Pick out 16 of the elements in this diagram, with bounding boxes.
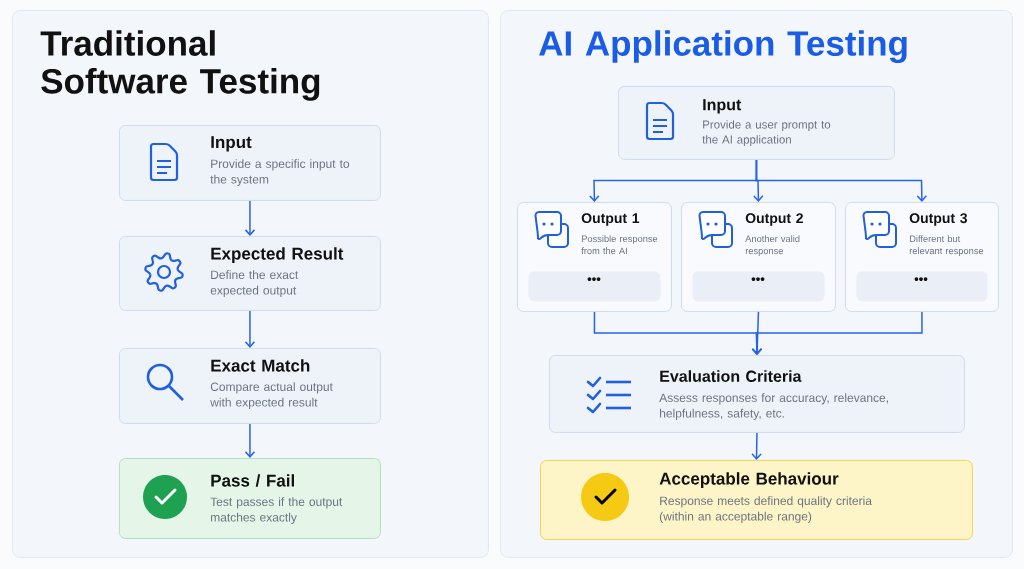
arrow xyxy=(751,432,762,460)
arrow xyxy=(751,311,923,355)
process-box: Evaluation Criteria Assess responses for accuracy, relevance, helpfulness, safety, etc. xyxy=(549,355,965,433)
process-box: Input Provide a user prompt to the AI application xyxy=(618,86,895,160)
result-box: Acceptable Behaviour Response meets defined quality criteria (within an acceptable range) xyxy=(540,460,973,540)
arrow xyxy=(244,310,256,348)
placeholder-bar: ••• xyxy=(528,271,661,302)
arrow xyxy=(755,159,928,202)
arrow xyxy=(244,423,256,458)
process-box: Exact Match Compare actual output with expected result xyxy=(119,348,381,424)
process-box: Input Provide a specific input to the system xyxy=(119,125,381,201)
placeholder-bar: ••• xyxy=(856,271,988,302)
placeholder-bar: ••• xyxy=(692,271,825,302)
result-box: Pass / Fail Test passes if the output matches exactly xyxy=(119,458,381,539)
process-box: Expected Result Define the exact expected output xyxy=(119,236,381,311)
arrow xyxy=(244,200,256,236)
